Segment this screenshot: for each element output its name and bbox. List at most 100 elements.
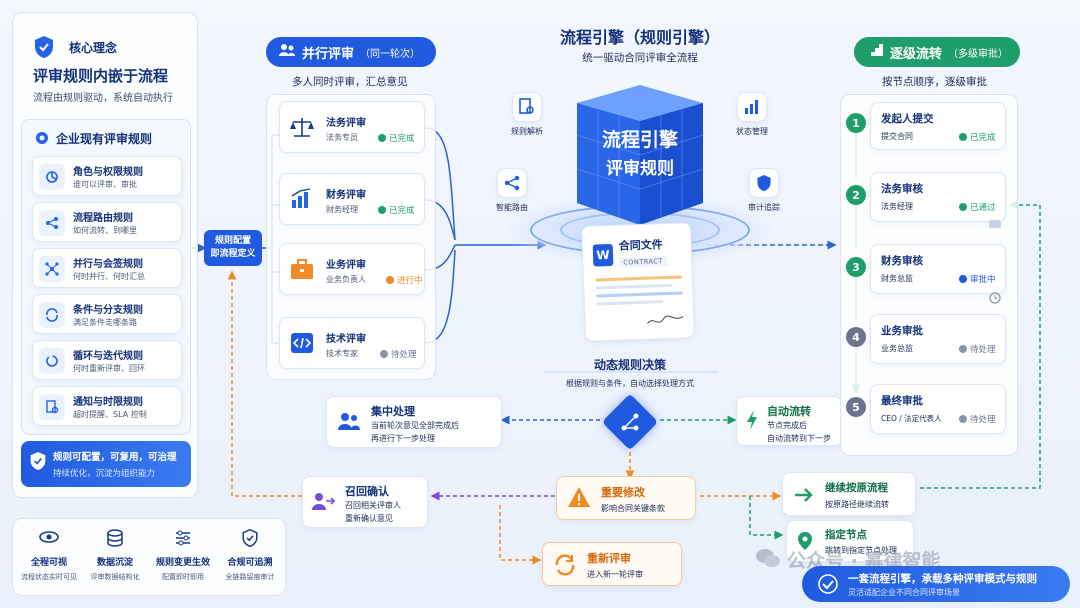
rule-title: 循环与迭代规则 [73, 351, 143, 362]
sequential-title-suffix: （多级审批） [948, 48, 1009, 60]
eye-icon [17, 529, 81, 549]
gear-icon [34, 130, 50, 146]
core-concept-panel: 核心理念 评审规则内嵌于流程 流程由规则驱动，系统自动执行 企业现有评审规则 角… [12, 12, 198, 498]
doc-tag: CONTRACT [619, 255, 668, 268]
rule-item-role[interactable]: 角色与权限规则 谁可以评审、审批 [32, 156, 182, 196]
parallel-item-finance[interactable]: 财务评审 财务经理 已完成 [279, 173, 425, 225]
features-panel: 全程可视 流程状态实时可见 数据沉淀 评审数据结构化 规则变更生效 配置即时即用… [12, 518, 286, 596]
continue-desc: 按原路径继续流转 [825, 500, 889, 509]
feature-data: 数据沉淀 评审数据结构化 [83, 529, 147, 582]
rule-desc: 如何流转、到哪里 [73, 226, 137, 235]
rule-title: 流程路由规则 [73, 213, 133, 224]
collect-box[interactable]: 集中处理 当前轮次意见全部完成后 再进行下一步处理 [326, 396, 502, 448]
bar-chart-icon [737, 92, 767, 122]
bottom-banner: 一套流程引擎，承载多种评审模式与规则 灵活适配企业不同合同评审场景 [802, 566, 1070, 602]
rule-item-routing[interactable]: 流程路由规则 如何流转、到哪里 [32, 202, 182, 242]
doc-line [596, 283, 673, 290]
banner-desc: 灵活适配企业不同合同评审场景 [848, 588, 960, 597]
feature-compliance: 合规可追溯 全链路留痕审计 [217, 528, 283, 582]
auto-flow-box[interactable]: 自动流转 节点完成后 自动流转到下一步 [736, 396, 842, 446]
decision-title: 动态规则决策 [593, 358, 666, 372]
sequential-subtitle: 按节点顺序，逐级审批 [882, 76, 987, 88]
rule-desc: 满足条件走哪条路 [73, 318, 137, 327]
share-nodes-icon [39, 210, 65, 236]
lightning-icon [745, 409, 759, 435]
rule-desc: 超时提醒、SLA 控制 [73, 410, 147, 419]
parallel-subtitle: 多人同时评审，汇总意见 [292, 76, 408, 88]
governance-title: 规则可配置，可复用，可治理 [53, 452, 177, 463]
step-finance[interactable]: 财务审核 财务总监 审批中 [870, 244, 1006, 304]
users-icon [337, 411, 361, 435]
rule-item-loop[interactable]: 循环与迭代规则 何时重新评审、回环 [32, 340, 182, 380]
rule-desc: 何时并行、何时汇总 [73, 272, 145, 281]
rules-title: 企业现有评审规则 [56, 132, 153, 146]
share-nodes-icon [497, 168, 527, 198]
doc-line [596, 291, 683, 298]
status-in-progress: 进行中 [386, 274, 423, 286]
collect-line2: 再进行下一步处理 [371, 434, 435, 443]
step-role: 财务总监 [881, 274, 913, 283]
shield-icon [33, 35, 55, 59]
auto-flow-line1: 节点完成后 [767, 421, 807, 430]
rereview-box[interactable]: 重新评审 进入新一轮评审 [542, 542, 682, 586]
parallel-header: 并行评审 （同一轮次） [266, 37, 436, 67]
shield-outline-icon [217, 528, 283, 551]
doc-line [596, 300, 663, 306]
continue-title: 继续按原流程 [825, 482, 888, 494]
status-done: 已完成 [378, 204, 415, 216]
check-circle-icon [818, 574, 838, 598]
doc-search-icon [512, 92, 542, 122]
cube-label-line2: 评审规则 [606, 159, 674, 179]
item-role: 财务经理 [326, 205, 358, 214]
parallel-item-legal[interactable]: 法务评审 法务专员 已完成 [279, 101, 425, 153]
rules-governance-banner: 规则可配置，可复用，可治理 持续优化，沉淀为组织能力 [21, 441, 191, 487]
refresh-icon [553, 553, 577, 581]
rule-item-notify[interactable]: 通知与时限规则 超时提醒、SLA 控制 [32, 386, 182, 426]
scale-icon [290, 116, 314, 142]
status-approved: 已通过 [959, 201, 996, 213]
feature-label: 智能路由 [496, 203, 528, 212]
decision-subtitle: 根据规则与条件，自动选择处理方式 [566, 379, 694, 388]
feature-state-mgmt: 状态管理 [730, 92, 774, 137]
step-role: CEO / 法定代表人 [881, 414, 942, 423]
parallel-item-business[interactable]: 业务评审 业务负责人 进行中 [279, 243, 425, 295]
core-subline: 流程由规则驱动，系统自动执行 [33, 93, 173, 104]
contract-document[interactable]: W 合同文件 CONTRACT [581, 222, 695, 342]
item-title: 财务评审 [326, 190, 366, 201]
item-title: 法务评审 [326, 118, 366, 129]
feature-desc: 评审数据结构化 [90, 573, 140, 581]
banner-title: 一套流程引擎，承载多种评审模式与规则 [848, 573, 1037, 585]
feature-title: 数据沉淀 [96, 558, 133, 568]
rule-desc: 谁可以评审、审批 [73, 180, 137, 189]
assign-box[interactable]: 指定节点 跳转到指定节点处理 [786, 520, 914, 562]
status-done: 已完成 [378, 132, 415, 144]
step-legal[interactable]: 法务审核 法务经理 已通过 [870, 172, 1006, 228]
feature-label: 审计追踪 [748, 203, 780, 212]
auto-flow-title: 自动流转 [767, 405, 811, 418]
engine-cube [576, 85, 704, 225]
step-number: 2 [846, 185, 866, 205]
step-submit[interactable]: 发起人提交 提交合同 已完成 [870, 102, 1006, 150]
item-role: 业务负责人 [326, 275, 366, 284]
sliders-icon [149, 529, 217, 551]
step-final[interactable]: 最终审批 CEO / 法定代表人 待处理 [870, 384, 1006, 434]
parallel-title-suffix: （同一轮次） [360, 48, 421, 60]
parallel-item-tech[interactable]: 技术评审 技术专家 待处理 [279, 317, 425, 369]
step-title: 发起人提交 [881, 113, 934, 125]
location-pin-icon [797, 531, 813, 555]
step-business[interactable]: 业务审批 业务总监 待处理 [870, 314, 1006, 364]
doc-title: 合同文件 [618, 238, 663, 253]
rule-item-parallel[interactable]: 并行与会签规则 何时并行、何时汇总 [32, 248, 182, 288]
word-icon: W [592, 243, 614, 267]
doc-line [595, 275, 682, 282]
item-role: 技术专家 [326, 349, 358, 358]
feature-change: 规则变更生效 配置即时即用 [149, 529, 217, 582]
users-icon [278, 43, 296, 61]
shield-icon [749, 168, 779, 198]
engine-subtitle: 统一驱动合同评审全流程 [582, 52, 698, 64]
recall-box[interactable]: 召回确认 召回相关评审人 重新确认意见 [302, 476, 428, 528]
assign-title: 指定节点 [825, 529, 867, 541]
major-change-box[interactable]: 重要修改 影响合同关键条款 [556, 476, 696, 520]
continue-box[interactable]: 继续按原流程 按原路径继续流转 [782, 472, 916, 516]
rule-item-condition[interactable]: 条件与分支规则 满足条件走哪条路 [32, 294, 182, 334]
